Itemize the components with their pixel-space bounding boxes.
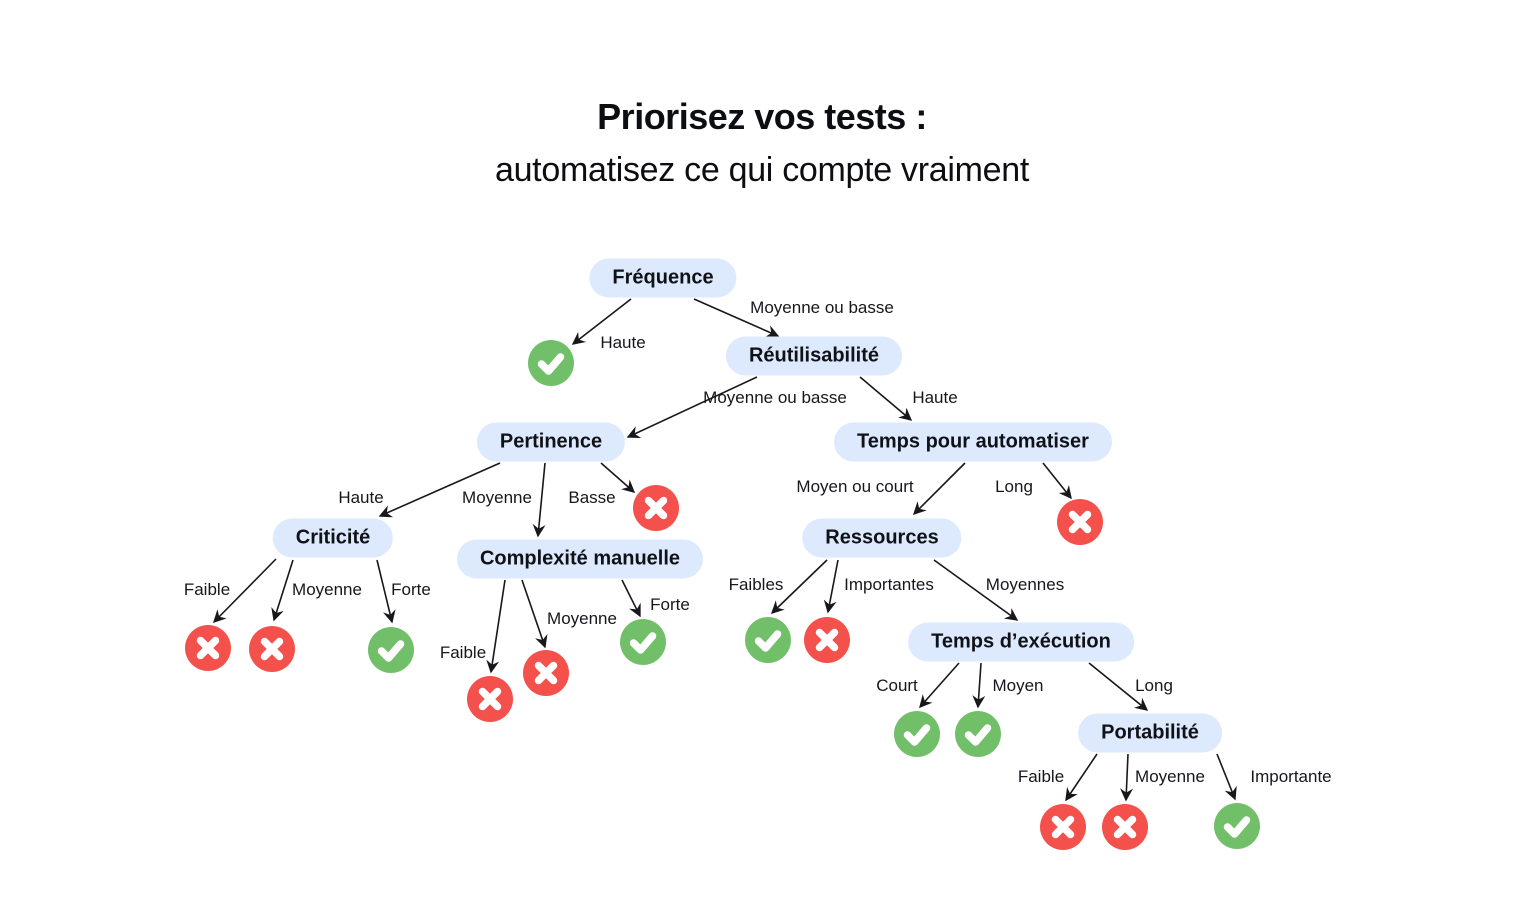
edge-label: Moyennes <box>985 575 1065 594</box>
edge-label: Moyenne ou basse <box>703 388 847 407</box>
edge-pertinence-criticite <box>378 462 501 518</box>
edge-label: Haute <box>600 333 646 352</box>
node-temps-pour-automatiser: Temps pour automatiser <box>834 422 1112 462</box>
edge-label: Importantes <box>844 575 934 594</box>
check-icon <box>894 711 940 757</box>
edge-label: Basse <box>568 488 616 507</box>
check-icon <box>368 627 414 673</box>
edge-label: Moyenne <box>462 488 532 507</box>
node-complexite-manuelle: Complexité manuelle <box>456 539 704 579</box>
edge-portabilite-reject-faible <box>1065 753 1098 802</box>
edge-label: Moyenne <box>1135 767 1205 786</box>
edge-label: Faible <box>1017 767 1065 786</box>
page-title-line1: Priorisez vos tests : <box>597 96 927 137</box>
edge-te-approve-court <box>919 662 960 709</box>
cross-icon <box>1040 804 1086 850</box>
edge-label: Faibles <box>728 575 784 594</box>
cross-icon <box>633 485 679 531</box>
cross-icon <box>249 626 295 672</box>
edge-label: Court <box>876 676 918 695</box>
check-icon <box>955 711 1001 757</box>
edge-label: Moyen ou court <box>796 477 914 496</box>
edge-label: Long <box>1135 676 1173 695</box>
cross-icon <box>1102 804 1148 850</box>
edge-te-portabilite <box>1088 662 1149 711</box>
edge-label: Haute <box>912 388 958 407</box>
edge-te-approve-moyen <box>972 662 986 709</box>
edge-pertinence-reject <box>600 462 636 493</box>
node-pertinence: Pertinence <box>476 422 626 462</box>
edge-tpa-reject <box>1042 462 1072 500</box>
edge-pertinence-complexite <box>532 462 546 538</box>
edge-label: Haute <box>338 488 384 507</box>
edge-tpa-ressources <box>912 462 966 516</box>
cross-icon <box>467 676 513 722</box>
edge-reutilisabilite-tpa <box>859 376 913 421</box>
check-icon <box>1214 803 1260 849</box>
cross-icon <box>1057 499 1103 545</box>
edge-label: Importante <box>1250 767 1332 786</box>
edge-complexite-reject-moyenne <box>521 579 548 649</box>
node-reutilisabilite: Réutilisabilité <box>725 336 903 376</box>
edge-frequence-approve <box>571 298 632 345</box>
node-ressources: Ressources <box>802 518 962 558</box>
check-icon <box>528 340 574 386</box>
edge-label: Faible <box>183 580 231 599</box>
edge-criticite-approve-forte <box>376 559 396 624</box>
edge-label: Moyen <box>992 676 1044 695</box>
page-title: Priorisez vos tests : automatisez ce qui… <box>0 96 1524 190</box>
node-criticite: Criticité <box>272 518 394 558</box>
edge-label: Moyenne <box>547 609 617 628</box>
node-frequence: Fréquence <box>589 258 737 298</box>
node-portabilite: Portabilité <box>1078 713 1222 753</box>
edge-label: Long <box>995 477 1033 496</box>
edge-label: Moyenne ou basse <box>750 298 894 317</box>
edge-label: Forte <box>391 580 431 599</box>
check-icon <box>745 617 791 663</box>
edge-ressources-approve-faibles <box>770 559 828 614</box>
edge-reutilisabilite-pertinence <box>626 376 758 439</box>
cross-icon <box>523 650 569 696</box>
node-temps-execution: Temps d’exécution <box>908 622 1134 662</box>
edge-criticite-reject-faible <box>212 558 277 624</box>
edge-complexite-approve-forte <box>621 579 641 618</box>
edge-label: Forte <box>650 595 690 614</box>
edge-portabilite-approve-importante <box>1216 753 1237 801</box>
edge-ressources-reject-importantes <box>823 559 839 614</box>
edge-frequence-reutilisabilite <box>693 298 780 338</box>
edge-portabilite-reject-moyenne <box>1120 753 1133 802</box>
edge-ressources-tempsexecution <box>933 559 1019 621</box>
cross-icon <box>185 625 231 671</box>
edge-complexite-reject-faible <box>486 579 506 674</box>
cross-icon <box>804 617 850 663</box>
check-icon <box>620 619 666 665</box>
edge-label: Moyenne <box>292 580 362 599</box>
edge-label: Faible <box>439 643 487 662</box>
edge-criticite-reject-moyenne <box>271 559 294 622</box>
page-title-line2: automatisez ce qui compte vraiment <box>494 151 1030 189</box>
